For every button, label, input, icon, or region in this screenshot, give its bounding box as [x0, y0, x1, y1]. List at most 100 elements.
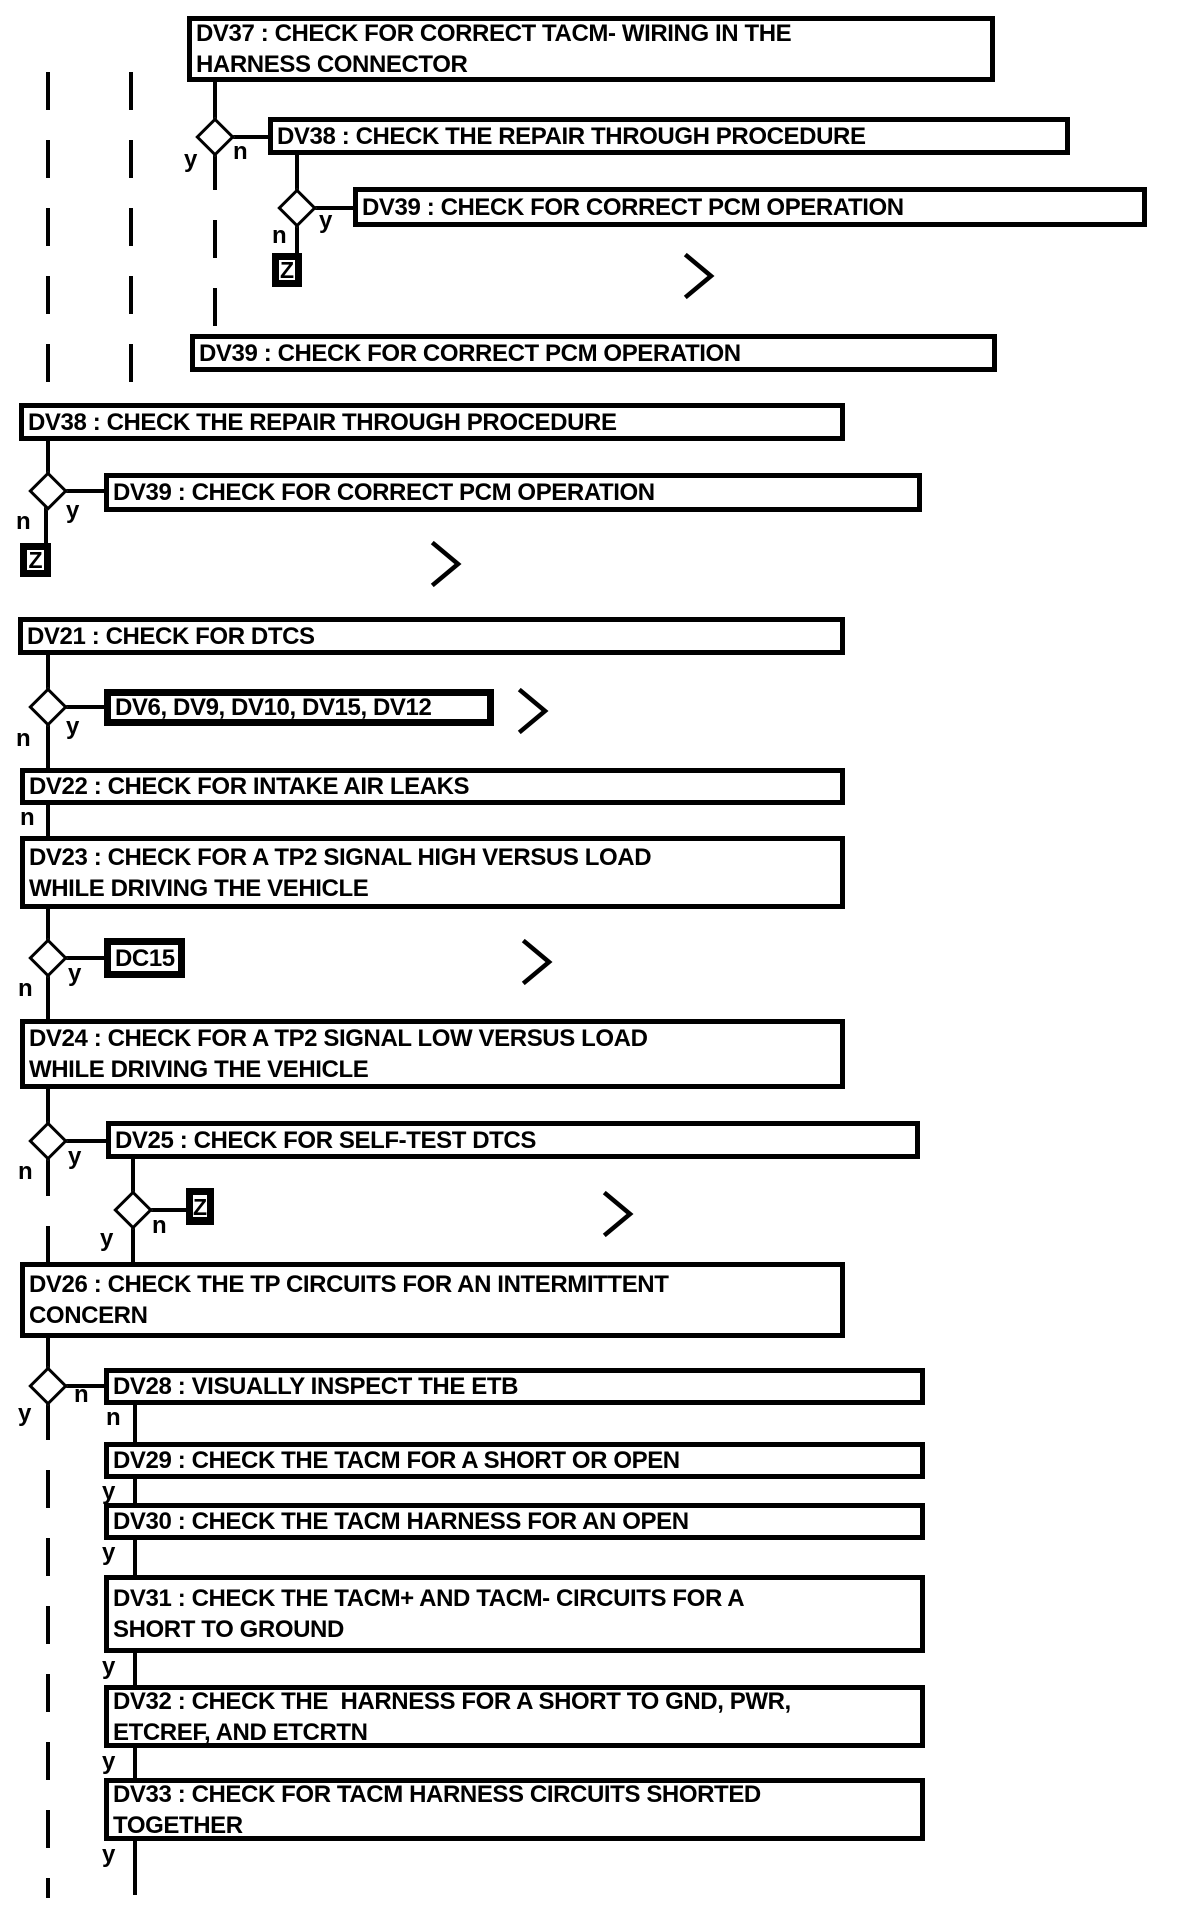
connector-line	[62, 1139, 106, 1143]
process-box-dv39-mid: DV39 : CHECK FOR CORRECT PCM OPERATION	[190, 334, 997, 372]
connector-line	[131, 1226, 135, 1264]
connector-line	[46, 909, 50, 944]
connector-line	[213, 82, 217, 122]
dashed-rail-left-top	[46, 72, 50, 403]
dashed-rail-left-bottom	[46, 1402, 50, 1898]
process-box-dv31: DV31 : CHECK THE TACM+ AND TACM- CIRCUIT…	[104, 1575, 925, 1653]
box-text: DV39 : CHECK FOR CORRECT PCM OPERATION	[199, 339, 741, 367]
connector-line	[46, 972, 50, 1021]
branch-label-yes: y	[66, 497, 80, 524]
connector-line	[62, 705, 104, 709]
connector-letter: Z	[192, 1193, 208, 1220]
branch-label-no: n	[152, 1212, 167, 1239]
box-text: DV21 : CHECK FOR DTCS	[27, 622, 315, 650]
branch-label-no: n	[20, 804, 35, 831]
box-text: DV33 : CHECK FOR TACM HARNESS CIRCUITS S…	[113, 1780, 761, 1808]
connector-line	[46, 805, 50, 838]
box-text: DV30 : CHECK THE TACM HARNESS FOR AN OPE…	[113, 1508, 689, 1535]
process-box-dv21: DV21 : CHECK FOR DTCS	[18, 617, 845, 655]
branch-label-yes: y	[102, 1539, 116, 1566]
process-box-dv24: DV24 : CHECK FOR A TP2 SIGNAL LOW VERSUS…	[20, 1019, 845, 1089]
box-text: DV25 : CHECK FOR SELF-TEST DTCS	[115, 1126, 536, 1154]
connector-line	[62, 489, 106, 493]
decision-diamond-dv37	[195, 117, 235, 157]
branch-label-yes: y	[184, 146, 198, 173]
box-text: DV31 : CHECK THE TACM+ AND TACM- CIRCUIT…	[113, 1585, 745, 1612]
process-box-dv22: DV22 : CHECK FOR INTAKE AIR LEAKS	[20, 768, 845, 805]
branch-label-no: n	[272, 222, 287, 249]
process-box-dc15: DC15	[104, 938, 185, 978]
continuation-chevron-icon	[683, 252, 715, 300]
connector-line	[62, 1384, 104, 1388]
box-text: DV38 : CHECK THE REPAIR THROUGH PROCEDUR…	[277, 122, 866, 150]
branch-label-yes: y	[68, 960, 82, 987]
connector-letter: Z	[28, 547, 43, 573]
connector-line	[44, 505, 48, 545]
connector-line	[46, 655, 50, 693]
box-text: DV6, DV9, DV10, DV15, DV12	[115, 694, 432, 721]
connector-line	[46, 1338, 50, 1372]
process-box-dv33: DV33 : CHECK FOR TACM HARNESS CIRCUITS S…	[104, 1778, 925, 1841]
process-box-dv38-mid: DV38 : CHECK THE REPAIR THROUGH PROCEDUR…	[19, 403, 845, 441]
connector-line	[133, 1653, 137, 1687]
connector-line	[131, 1159, 135, 1194]
connector-line	[148, 1208, 186, 1212]
box-text: CONCERN	[29, 1302, 148, 1329]
dashed-rail-mid-top	[129, 72, 133, 403]
connector-line	[312, 206, 353, 210]
connector-line	[46, 719, 50, 770]
process-box-dv37: DV37 : CHECK FOR CORRECT TACM- WIRING IN…	[187, 16, 995, 82]
box-text: ETCREF, AND ETCRTN	[113, 1718, 368, 1746]
decision-diamond-dv21	[28, 687, 68, 727]
box-text: SHORT TO GROUND	[113, 1616, 344, 1643]
box-text: WHILE DRIVING THE VEHICLE	[29, 1056, 369, 1083]
offpage-connector-z-mid: Z	[20, 543, 51, 577]
branch-label-no: n	[106, 1404, 121, 1431]
box-text: WHILE DRIVING THE VEHICLE	[29, 874, 369, 902]
box-text: HARNESS CONNECTOR	[196, 51, 468, 78]
box-text: DV37 : CHECK FOR CORRECT TACM- WIRING IN…	[196, 20, 792, 47]
branch-label-yes: y	[319, 207, 333, 234]
connector-line	[62, 956, 104, 960]
box-text: DC15	[115, 944, 175, 972]
continuation-chevron-icon	[521, 938, 553, 986]
connector-line	[133, 1405, 137, 1444]
process-box-dv30: DV30 : CHECK THE TACM HARNESS FOR AN OPE…	[104, 1503, 925, 1540]
branch-label-yes: y	[102, 1748, 116, 1775]
branch-label-yes: y	[100, 1225, 114, 1252]
decision-diamond-dv24	[28, 1121, 68, 1161]
dashed-connector	[213, 152, 217, 334]
connector-line	[133, 1540, 137, 1577]
box-text: DV23 : CHECK FOR A TP2 SIGNAL HIGH VERSU…	[29, 843, 652, 871]
connector-line	[133, 1748, 137, 1780]
process-box-dv29: DV29 : CHECK THE TACM FOR A SHORT OR OPE…	[104, 1442, 925, 1479]
connector-line	[295, 220, 299, 255]
branch-label-yes: y	[68, 1143, 82, 1170]
branch-label-yes: y	[102, 1841, 116, 1868]
branch-label-no: n	[16, 508, 31, 535]
box-text: DV26 : CHECK THE TP CIRCUITS FOR AN INTE…	[29, 1271, 669, 1298]
box-text: DV24 : CHECK FOR A TP2 SIGNAL LOW VERSUS…	[29, 1025, 648, 1052]
box-text: DV39 : CHECK FOR CORRECT PCM OPERATION	[113, 479, 655, 506]
box-text: DV28 : VISUALLY INSPECT THE ETB	[113, 1373, 519, 1400]
connector-line	[46, 441, 50, 479]
process-box-dv23: DV23 : CHECK FOR A TP2 SIGNAL HIGH VERSU…	[20, 836, 845, 909]
connector-line	[295, 155, 299, 196]
box-text: DV22 : CHECK FOR INTAKE AIR LEAKS	[29, 773, 470, 800]
branch-label-no: n	[74, 1381, 89, 1408]
connector-line	[133, 1841, 137, 1895]
process-box-dv32: DV32 : CHECK THE HARNESS FOR A SHORT TO …	[104, 1685, 925, 1748]
box-text: DV32 : CHECK THE HARNESS FOR A SHORT TO …	[113, 1687, 791, 1715]
process-box-dv28: DV28 : VISUALLY INSPECT THE ETB	[104, 1368, 925, 1405]
box-text: TOGETHER	[113, 1811, 243, 1839]
process-box-dv38-top: DV38 : CHECK THE REPAIR THROUGH PROCEDUR…	[268, 117, 1070, 155]
process-box-dv25: DV25 : CHECK FOR SELF-TEST DTCS	[106, 1121, 920, 1159]
branch-label-yes: y	[66, 713, 80, 740]
process-box-dv26: DV26 : CHECK THE TP CIRCUITS FOR AN INTE…	[20, 1262, 845, 1338]
branch-label-no: n	[16, 725, 31, 752]
box-text: DV39 : CHECK FOR CORRECT PCM OPERATION	[362, 193, 904, 221]
process-box-dv39-low: DV39 : CHECK FOR CORRECT PCM OPERATION	[104, 473, 922, 512]
process-box-dv6-group: DV6, DV9, DV10, DV15, DV12	[104, 689, 494, 726]
continuation-chevron-icon	[517, 687, 549, 735]
branch-label-no: n	[233, 138, 248, 165]
